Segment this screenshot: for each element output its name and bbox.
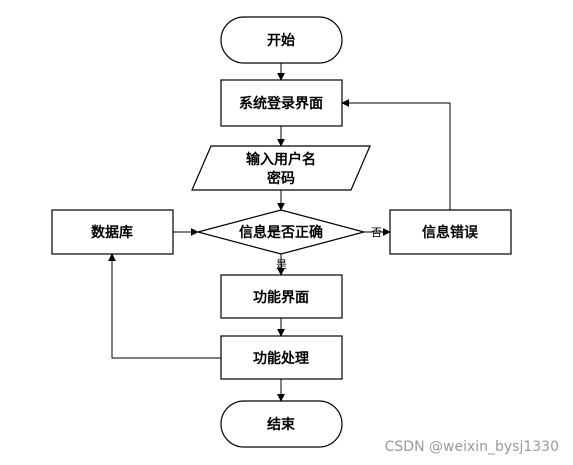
error-label: 信息错误	[422, 224, 479, 241]
input-credentials-line2: 密码	[266, 170, 295, 187]
login-screen-label: 系统登录界面	[239, 95, 323, 112]
start-label: 开始	[267, 32, 295, 49]
function-process-box: 功能处理	[220, 335, 343, 380]
error-box: 信息错误	[389, 209, 512, 255]
database-box: 数据库	[51, 209, 174, 255]
end-terminator: 结束	[220, 400, 343, 448]
decision-label: 信息是否正确	[239, 224, 323, 241]
input-credentials-box: 输入用户名 密码	[191, 145, 371, 191]
start-terminator: 开始	[220, 16, 343, 64]
database-label: 数据库	[91, 224, 133, 241]
watermark: CSDN @weixin_bysj1330	[385, 439, 559, 455]
function-process-label: 功能处理	[253, 350, 309, 367]
edge-error-to-login	[341, 99, 451, 210]
decision-diamond: 信息是否正确	[195, 209, 367, 255]
input-credentials-line1: 输入用户名	[246, 151, 316, 168]
edge-process-to-database	[108, 253, 221, 359]
end-label: 结束	[267, 416, 296, 433]
function-screen-box: 功能界面	[220, 274, 343, 319]
edge-label-yes: 是	[276, 258, 287, 271]
function-screen-label: 功能界面	[253, 289, 309, 306]
login-screen-box: 系统登录界面	[220, 79, 343, 127]
edge-label-no: 否	[371, 226, 382, 239]
